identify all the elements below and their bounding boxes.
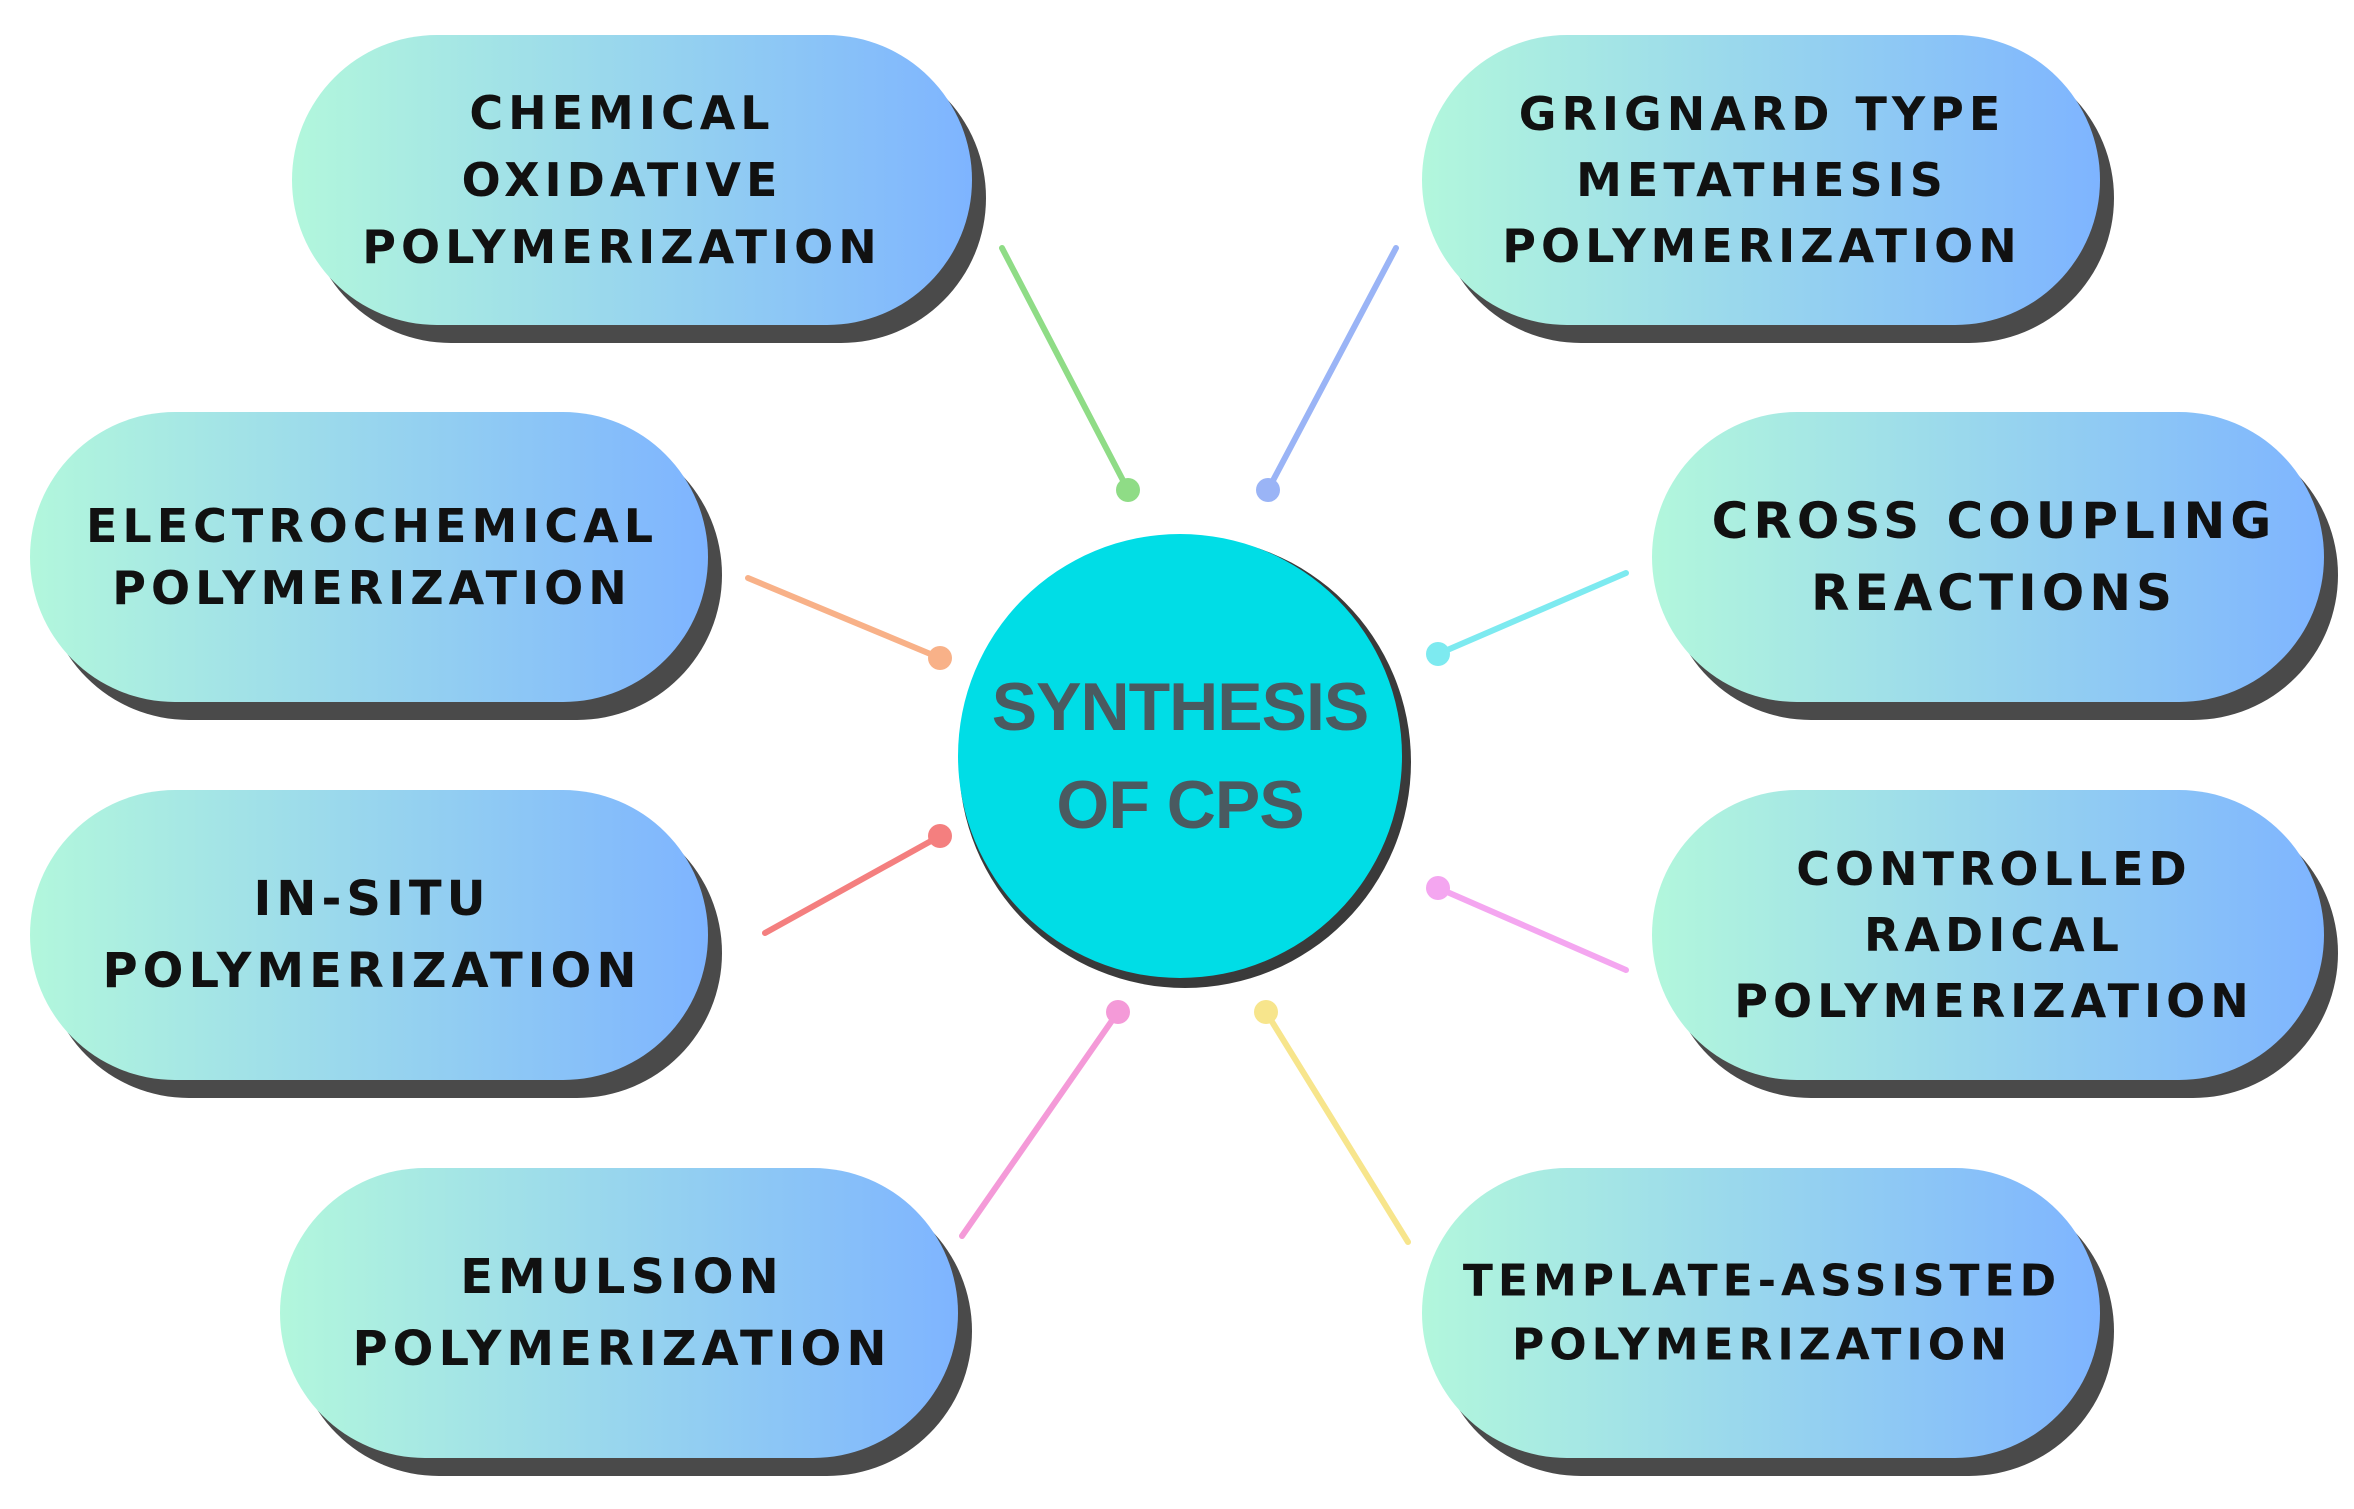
pill-body [292,35,972,325]
method-pill: EMULSION POLYMERIZATION [280,1168,972,1476]
connector-line [762,833,943,936]
connector-dot [1426,642,1450,666]
method-pill: CROSS COUPLING REACTIONS [1652,412,2338,720]
method-label-line: IN-SITU [253,871,490,927]
connector-line [745,575,943,661]
pill-body [30,412,708,702]
method-label-line: OXIDATIVE [462,153,783,207]
method-pill: GRIGNARD TYPE METATHESIS POLYMERIZATION [1422,35,2114,343]
method-label-line: POLYMERIZATION [102,943,641,999]
method-label-line: RADICAL [1864,908,2124,962]
pill-body [280,1168,958,1458]
method-label-line: GRIGNARD TYPE [1519,87,2006,141]
method-label-line: CROSS COUPLING [1712,492,2277,550]
connector-line [1263,1009,1411,1245]
method-label-line: ELECTROCHEMICAL [86,499,658,553]
method-label-line: POLYMERIZATION [1502,219,2022,273]
method-label-line: REACTIONS [1811,564,2177,622]
connector-dot [1106,1000,1130,1024]
connector-dot [1254,1000,1278,1024]
center-circle [958,534,1402,978]
method-pill: ELECTROCHEMICAL POLYMERIZATION [30,412,722,720]
pill-body [1422,1168,2100,1458]
method-label-line: POLYMERIZATION [112,561,632,615]
method-label-line: CONTROLLED [1796,842,2192,896]
pill-body [1652,790,2324,1080]
connector-line [1435,885,1629,973]
method-label-line: POLYMERIZATION [1512,1320,2012,1371]
connector-line [1265,245,1399,493]
connector-dot [928,646,952,670]
method-label-line: POLYMERIZATION [1734,974,2254,1028]
method-label-line: POLYMERIZATION [362,220,882,274]
center-title-line: OF CPS [1056,767,1303,843]
method-label-line: TEMPLATE-ASSISTED [1463,1256,2061,1307]
pill-body [1652,412,2324,702]
connector-line [959,1009,1121,1239]
connector-dot [1426,876,1450,900]
connector-dot [928,824,952,848]
connector-dot [1256,478,1280,502]
method-label-line: EMULSION [460,1249,784,1305]
method-pill: TEMPLATE-ASSISTED POLYMERIZATION [1422,1168,2114,1476]
method-pill: IN-SITU POLYMERIZATION [30,790,722,1098]
method-pill: CONTROLLED RADICAL POLYMERIZATION [1652,790,2338,1098]
connector-line [999,245,1131,493]
pill-body [1422,35,2100,325]
pill-body [30,790,708,1080]
method-label-line: CHEMICAL [469,86,774,140]
method-label-line: METATHESIS [1576,153,1948,207]
center-title-line: SYNTHESIS [992,669,1368,745]
center-node: SYNTHESIS OF CPS [958,534,1411,988]
method-label-line: POLYMERIZATION [352,1321,891,1377]
method-pill: CHEMICAL OXIDATIVE POLYMERIZATION [292,35,986,343]
connector-dot [1116,478,1140,502]
connector-line [1435,570,1629,657]
